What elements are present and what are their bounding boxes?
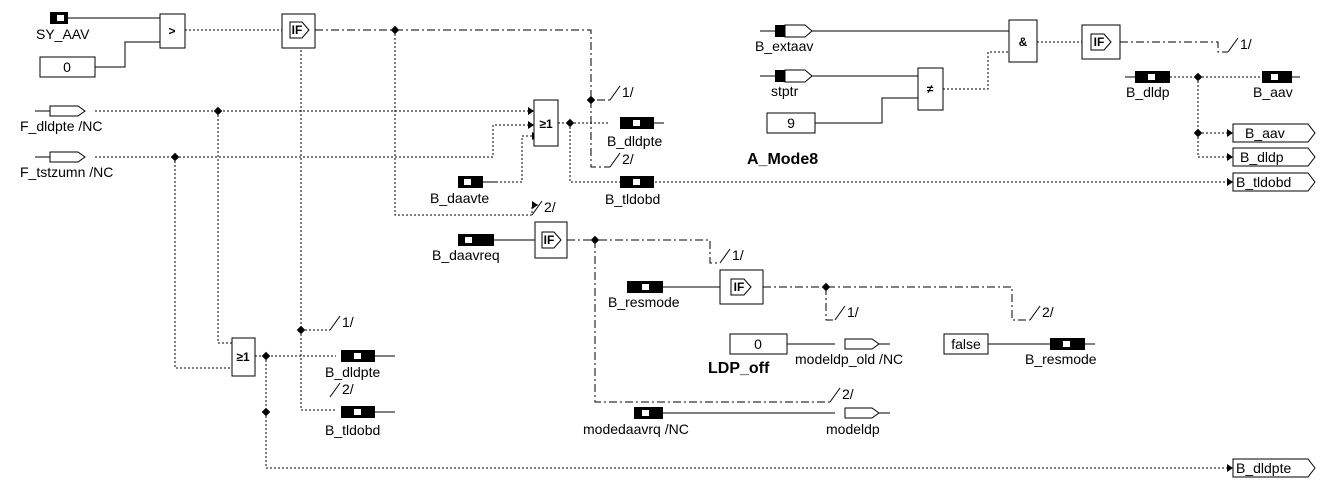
and-block: & [1008,19,1038,63]
label-b-dldpte-1: B_dldpte [607,133,662,149]
section-label-mode8: A_Mode8 [747,151,818,168]
label-b-tldobd-3: B_tldobd [1236,174,1291,190]
svg-text:2/: 2/ [622,151,634,167]
svg-text:1/: 1/ [342,314,354,330]
svg-text:9: 9 [787,115,795,131]
label-b-dldp-in: B_dldp [1126,84,1170,100]
svg-text:&: & [1019,35,1028,49]
label-b-aav-2: B_aav [1245,125,1285,141]
svg-text:≥1: ≥1 [539,117,553,131]
svg-text:1/: 1/ [732,247,744,263]
wires [68,17,1260,469]
label-b-dldpte-3: B_dldpte [1236,460,1291,476]
svg-text:≥1: ≥1 [236,350,250,364]
label-b-extaav: B_extaav [755,38,813,54]
const-zero-ldp-box: 0 [729,333,788,355]
label-b-dldpte-2: B_dldpte [325,364,380,380]
svg-text:2/: 2/ [1042,304,1054,320]
label-b-resmode-out: B_resmode [1025,351,1097,367]
svg-text:>: > [168,24,175,38]
signal-port-icons [35,12,1316,478]
svg-text:0: 0 [63,59,71,75]
label-f-tstzumn: F_tstzumn /NC [20,164,113,180]
branch-markers: 1/ 2/ 1/ 2/ 2/ 1/ 1/ 2/ 2/ 1/ [329,36,1252,403]
svg-text:IF: IF [734,280,745,294]
label-b-dldp-2: B_dldp [1240,149,1284,165]
label-stptr: stptr [771,83,799,99]
const-zero-box: 0 [39,56,96,78]
if-block-4: IF [1081,24,1121,60]
svg-text:IF: IF [292,23,303,37]
label-sy-aav: SY_AAV [36,26,90,42]
svg-text:≠: ≠ [927,82,934,96]
svg-text:2/: 2/ [544,199,556,215]
if-block-3: IF [719,269,764,305]
label-modeldp-old: modeldp_old /NC [795,351,903,367]
svg-text:IF: IF [544,233,555,247]
label-b-daavte: B_daavte [430,190,489,206]
label-b-daavreq: B_daavreq [432,247,500,263]
label-modedaavrq: modedaavrq /NC [583,421,689,437]
const-nine-box: 9 [766,112,816,134]
label-b-aav-1: B_aav [1253,84,1293,100]
svg-text:false: false [951,336,981,352]
if-block-1: IF [281,13,316,49]
label-b-tldobd-1: B_tldobd [605,191,660,207]
or-block-2: ≥1 [231,337,256,377]
svg-text:1/: 1/ [847,304,859,320]
label-modeldp: modeldp [826,421,880,437]
svg-text:1/: 1/ [1240,36,1252,52]
svg-text:1/: 1/ [622,84,634,100]
svg-text:2/: 2/ [342,381,354,397]
if-block-2: IF [534,221,568,259]
label-b-tldobd-2: B_tldobd [325,422,380,438]
svg-text:0: 0 [754,336,762,352]
gt-block: > [159,13,186,49]
or-block-1: ≥1 [533,99,559,147]
svg-text:IF: IF [1094,35,1105,49]
ne-block: ≠ [917,67,944,111]
section-label-ldp-off: LDP_off [708,360,770,377]
const-false-box: false [943,333,989,355]
arrowheads [160,14,1233,472]
svg-text:2/: 2/ [842,386,854,402]
label-f-dldpte: F_dldpte /NC [20,118,102,134]
label-b-resmode-in: B_resmode [608,294,680,310]
